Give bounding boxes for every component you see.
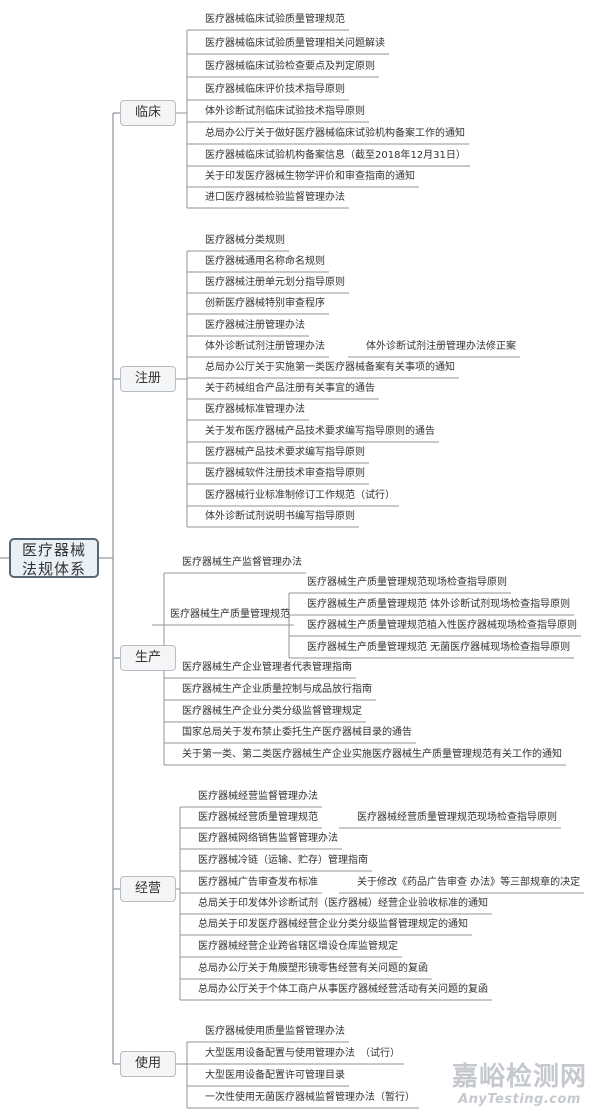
- root-label-line2: 法规体系: [21, 560, 86, 578]
- leaf-item[interactable]: 总局办公厅关于角膜塑形镜零售经营有关问题的复函: [198, 963, 428, 974]
- leaf-item[interactable]: 总局办公厅关于实施第一类医疗器械备案有关事项的通知: [205, 362, 455, 373]
- branch-distribution[interactable]: 经营: [120, 876, 176, 902]
- leaf-item[interactable]: 医疗器械注册单元划分指导原则: [205, 277, 345, 288]
- leaf-item[interactable]: 体外诊断试剂临床试验技术指导原则: [205, 106, 365, 117]
- watermark-cn: 嘉峪检测网: [452, 1062, 588, 1092]
- leaf-item[interactable]: 总局办公厅关于个体工商户从事医疗器械经营活动有关问题的复函: [198, 984, 488, 995]
- leaf-item[interactable]: 关于药械组合产品注册有关事宜的通告: [205, 383, 375, 394]
- leaf-item[interactable]: 医疗器械广告审查发布标准: [198, 877, 318, 888]
- leaf-subitem[interactable]: 关于修改《药品广告审查 办法》等三部规章的决定: [357, 877, 581, 888]
- leaf-item[interactable]: 医疗器械分类规则: [205, 235, 285, 246]
- root-label-line1: 医疗器械: [21, 541, 86, 559]
- leaf-item[interactable]: 关于发布医疗器械产品技术要求编写指导原则的通告: [205, 426, 435, 437]
- leaf-item[interactable]: 医疗器械网络销售监督管理办法: [198, 833, 338, 844]
- leaf-item[interactable]: 医疗器械生产企业分类分级监督管理规定: [182, 706, 362, 717]
- leaf-item[interactable]: 医疗器械经营企业跨省辖区增设仓库监管规定: [198, 941, 398, 952]
- leaf-item[interactable]: 医疗器械临床试验机构备案信息（截至2018年12月31日）: [205, 150, 466, 161]
- watermark: 嘉峪检测网 AnyTesting.com: [452, 1062, 587, 1107]
- leaf-subitem[interactable]: 体外诊断试剂注册管理办法修正案: [366, 341, 516, 352]
- leaf-item[interactable]: 医疗器械使用质量监督管理办法: [205, 1026, 345, 1037]
- leaf-item[interactable]: 体外诊断试剂注册管理办法: [205, 341, 325, 352]
- leaf-subitem[interactable]: 医疗器械生产质量管理规范植入性医疗器械现场检查指导原则: [307, 620, 577, 631]
- leaf-item[interactable]: 创新医疗器械特别审查程序: [205, 298, 325, 309]
- branch-registration[interactable]: 注册: [120, 366, 176, 392]
- leaf-subitem[interactable]: 医疗器械生产质量管理规范现场检查指导原则: [307, 577, 507, 588]
- leaf-item[interactable]: 进口医疗器械检验监督管理办法: [205, 192, 345, 203]
- leaf-item[interactable]: 总局办公厅关于做好医疗器械临床试验机构备案工作的通知: [205, 128, 465, 139]
- leaf-item[interactable]: 医疗器械经营监督管理办法: [198, 791, 318, 802]
- branch-clinical[interactable]: 临床: [120, 100, 176, 126]
- leaf-item[interactable]: 医疗器械冷链（运输、贮存）管理指南: [198, 855, 368, 866]
- leaf-item[interactable]: 医疗器械生产监督管理办法: [182, 557, 302, 568]
- leaf-item[interactable]: 医疗器械标准管理办法: [205, 404, 305, 415]
- leaf-item[interactable]: 关于印发医疗器械生物学评价和审查指南的通知: [205, 171, 415, 182]
- branch-usage[interactable]: 使用: [120, 1051, 176, 1077]
- leaf-subitem[interactable]: 医疗器械经营质量管理规范现场检查指导原则: [357, 812, 557, 823]
- leaf-item[interactable]: 医疗器械软件注册技术审查指导原则: [205, 468, 365, 479]
- leaf-item[interactable]: 总局关于印发体外诊断试剂（医疗器械）经营企业验收标准的通知: [198, 898, 488, 909]
- leaf-item[interactable]: 医疗器械通用名称命名规则: [205, 256, 325, 267]
- leaf-item[interactable]: 医疗器械临床试验质量管理相关问题解读: [205, 38, 385, 49]
- watermark-en: AnyTesting.com: [458, 1092, 581, 1107]
- leaf-item[interactable]: 大型医用设备配置与使用管理办法 （试行）: [205, 1048, 400, 1059]
- leaf-item[interactable]: 医疗器械生产企业管理者代表管理指南: [182, 662, 352, 673]
- leaf-item[interactable]: 医疗器械产品技术要求编写指导原则: [205, 447, 365, 458]
- root-node[interactable]: 医疗器械 法规体系: [9, 538, 99, 578]
- leaf-subitem[interactable]: 医疗器械生产质量管理规范 无菌医疗器械现场检查指导原则: [307, 642, 571, 653]
- leaf-item[interactable]: 国家总局关于发布禁止委托生产医疗器械目录的通告: [182, 727, 412, 738]
- leaf-item[interactable]: 体外诊断试剂说明书编写指导原则: [205, 511, 355, 522]
- leaf-item[interactable]: 医疗器械经营质量管理规范: [198, 812, 318, 823]
- leaf-subitem[interactable]: 医疗器械生产质量管理规范 体外诊断试剂现场检查指导原则: [307, 599, 571, 610]
- leaf-item[interactable]: 医疗器械临床试验质量管理规范: [205, 14, 345, 25]
- leaf-item[interactable]: 医疗器械临床试验检查要点及判定原则: [205, 61, 375, 72]
- leaf-item[interactable]: 医疗器械生产企业质量控制与成品放行指南: [182, 684, 372, 695]
- leaf-item[interactable]: 医疗器械注册管理办法: [205, 320, 305, 331]
- branch-production[interactable]: 生产: [120, 645, 176, 671]
- leaf-item[interactable]: 关于第一类、第二类医疗器械生产企业实施医疗器械生产质量管理规范有关工作的通知: [182, 749, 562, 760]
- leaf-item[interactable]: 大型医用设备配置许可管理目录: [205, 1070, 345, 1081]
- leaf-item[interactable]: 一次性使用无菌医疗器械监督管理办法（暂行）: [205, 1092, 415, 1103]
- leaf-item[interactable]: 医疗器械行业标准制修订工作规范（试行）: [205, 490, 395, 501]
- leaf-item-gmp[interactable]: 医疗器械生产质量管理规范: [170, 609, 290, 620]
- leaf-item[interactable]: 医疗器械临床评价技术指导原则: [205, 84, 345, 95]
- leaf-item[interactable]: 总局关于印发医疗器械经营企业分类分级监督管理规定的通知: [198, 919, 468, 930]
